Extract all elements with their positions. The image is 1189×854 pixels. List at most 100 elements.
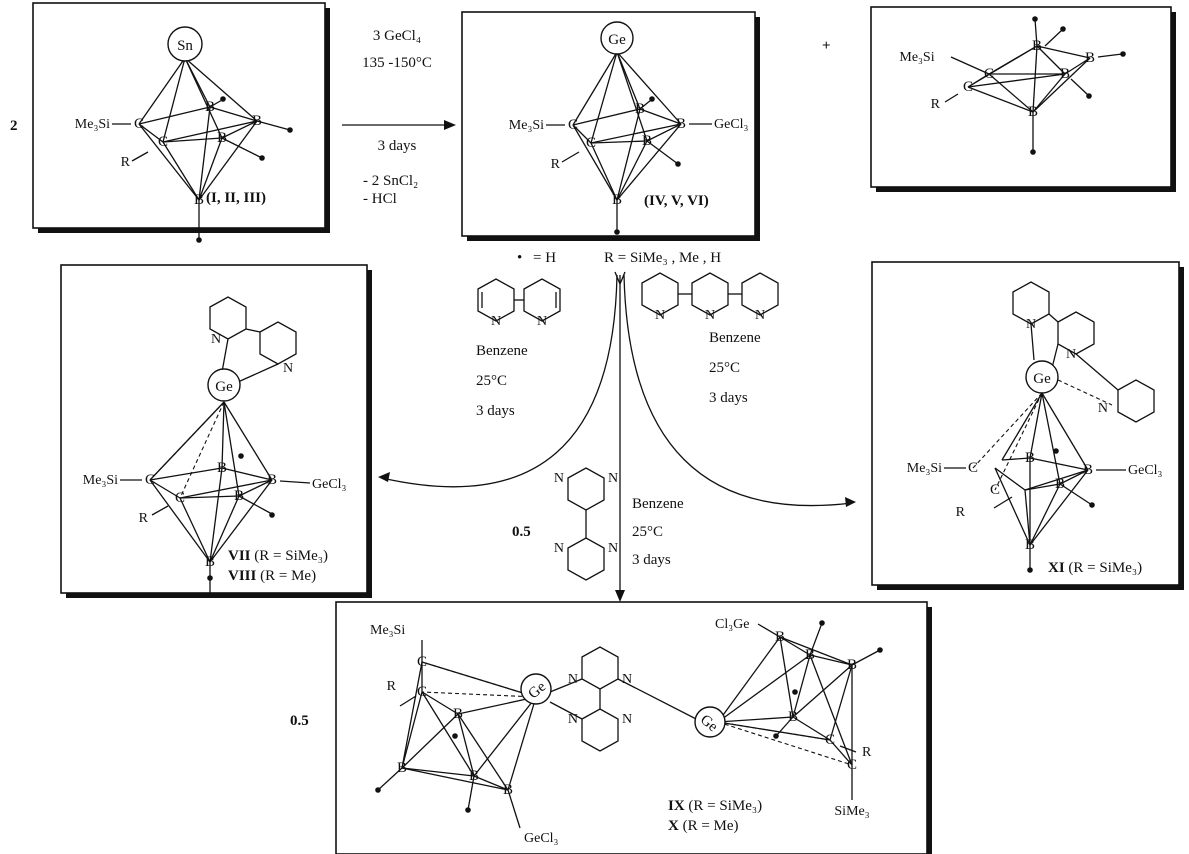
- compound-id: XI: [1048, 560, 1065, 576]
- r-group-label: R: [551, 157, 561, 172]
- plus-sign: +: [822, 38, 831, 54]
- stoichiometry-two: 2: [10, 118, 18, 134]
- compound-label-product: (IV, V, VI): [644, 193, 709, 209]
- time-label: 3 days: [709, 390, 748, 406]
- time-label: 3 days: [632, 552, 671, 568]
- carbon-label: C: [968, 460, 978, 476]
- boron-label: B: [252, 113, 262, 129]
- boron-label: B: [847, 657, 857, 673]
- nitrogen-label: N: [491, 314, 501, 329]
- carbon-label: C: [825, 732, 835, 748]
- boron-label: B: [676, 116, 686, 132]
- compound-label-vii: VII (R = SiMe₃): [228, 548, 328, 564]
- boron-label: B: [612, 192, 622, 208]
- ge-atom-label: Ge: [1033, 371, 1051, 387]
- trichlorogermyl-label: GeCl₃: [312, 477, 347, 492]
- boron-label: B: [1060, 66, 1070, 82]
- step1-arrow: [342, 120, 456, 130]
- nitrogen-label: N: [1026, 317, 1036, 332]
- trichlorogermyl-label: GeCl₃: [524, 831, 559, 846]
- boron-label: B: [217, 460, 227, 476]
- r-group-label: R: [387, 679, 397, 694]
- trichlorogermyl-label: Cl₃Ge: [715, 617, 749, 632]
- box-carborane-byproduct: Me₃Si C C R B B B B: [870, 6, 1176, 192]
- carbon-label: C: [417, 654, 427, 670]
- r-definition: (R = Me): [683, 818, 739, 834]
- compound-label-ix: IX (R = SiMe₃): [668, 798, 762, 814]
- nitrogen-label: N: [554, 541, 564, 556]
- boron-label: B: [642, 133, 652, 149]
- nitrogen-label: N: [608, 471, 618, 486]
- terpyridine-reagent: N N N: [641, 272, 779, 323]
- nitrogen-label: N: [622, 672, 632, 687]
- compound-label-viii: VIII (R = Me): [228, 568, 316, 584]
- time-label: 3 days: [476, 403, 515, 419]
- solvent-label: Benzene: [476, 343, 528, 359]
- r-definition: (R = SiMe₃): [1068, 560, 1142, 576]
- trimethylsilyl-label: Me₃Si: [509, 118, 544, 133]
- boron-label: B: [1085, 50, 1095, 66]
- nitrogen-label: N: [211, 332, 221, 347]
- r-definition: (R = SiMe₃): [688, 798, 762, 814]
- temp-label: 25°C: [709, 360, 740, 376]
- trimethylsilyl-label: Me₃Si: [370, 623, 405, 638]
- nitrogen-label: N: [283, 361, 293, 376]
- trimethylsilyl-label: Me₃Si: [83, 473, 118, 488]
- reaction-arrows: [378, 271, 856, 602]
- nitrogen-label: N: [568, 672, 578, 687]
- bipyrimidine-reagent: N N N N: [554, 467, 618, 581]
- nitrogen-label: N: [568, 712, 578, 727]
- carbon-label: C: [158, 134, 168, 150]
- boron-label: B: [1055, 476, 1065, 492]
- boron-label: B: [1025, 450, 1035, 466]
- r-group-label: R: [956, 505, 966, 520]
- boron-label: B: [205, 99, 215, 115]
- box-start-compound: Sn Me₃Si C C R B B B B (I, II, III): [32, 2, 330, 243]
- boron-label: B: [775, 629, 785, 645]
- boron-label: B: [469, 768, 479, 784]
- solvent-label: Benzene: [709, 330, 761, 346]
- carbon-label: C: [134, 116, 144, 132]
- boron-label: B: [503, 782, 513, 798]
- boron-label: B: [453, 706, 463, 722]
- boron-label: B: [267, 472, 277, 488]
- carbon-label: C: [145, 472, 155, 488]
- nitrogen-label: N: [554, 471, 564, 486]
- time-label: 3 days: [378, 138, 417, 154]
- nitrogen-label: N: [608, 541, 618, 556]
- boron-label: B: [234, 488, 244, 504]
- box-compound-vii-viii: N N Ge Me₃Si C C R B B B B GeCl₃ VII (R …: [60, 264, 372, 598]
- solvent-label: Benzene: [632, 496, 684, 512]
- boron-label: B: [217, 130, 227, 146]
- compound-label-start: (I, II, III): [206, 190, 266, 206]
- compound-id: IX: [668, 798, 685, 814]
- boron-label: B: [635, 101, 645, 117]
- r-group-label: R: [121, 155, 131, 170]
- legend-hydrogen: = H: [533, 250, 556, 266]
- carbon-label: C: [963, 79, 973, 95]
- box-compound-xi: N N N Ge Me₃Si C C R B B B B GeCl₃ XI (R…: [871, 261, 1184, 590]
- carbon-label: C: [586, 135, 596, 151]
- carbon-label: C: [175, 490, 185, 506]
- carbon-label: C: [990, 482, 1000, 498]
- carbon-label: C: [847, 757, 857, 773]
- boron-label: B: [805, 647, 815, 663]
- boron-label: B: [788, 709, 798, 725]
- ge-atom-label: Ge: [608, 32, 626, 48]
- trimethylsilyl-label: Me₃Si: [899, 50, 934, 65]
- bipyridine-reagent: N N: [477, 278, 561, 329]
- box-product-compound: Ge Me₃Si C C R B B B B GeCl₃ (IV, V, VI): [461, 11, 760, 241]
- r-definition: (R = SiMe₃): [254, 548, 328, 564]
- carbon-label: C: [417, 684, 427, 700]
- boron-label: B: [1083, 462, 1093, 478]
- trichlorogermyl-label: GeCl₃: [714, 117, 749, 132]
- trimethylsilyl-label: Me₃Si: [75, 117, 110, 132]
- trimethylsilyl-label: SiMe₃: [834, 804, 869, 819]
- r-group-label: R: [931, 97, 941, 112]
- r-group-label: R: [139, 511, 149, 526]
- box-compound-ix-x: Me₃Si C C R B B B B GeCl₃ Ge Ge N N N N …: [335, 601, 932, 854]
- legend-r-definition: R = SiMe₃ , Me , H: [604, 250, 721, 266]
- reagent-label: 3 GeCl₄: [373, 28, 421, 44]
- boron-label: B: [1025, 537, 1035, 553]
